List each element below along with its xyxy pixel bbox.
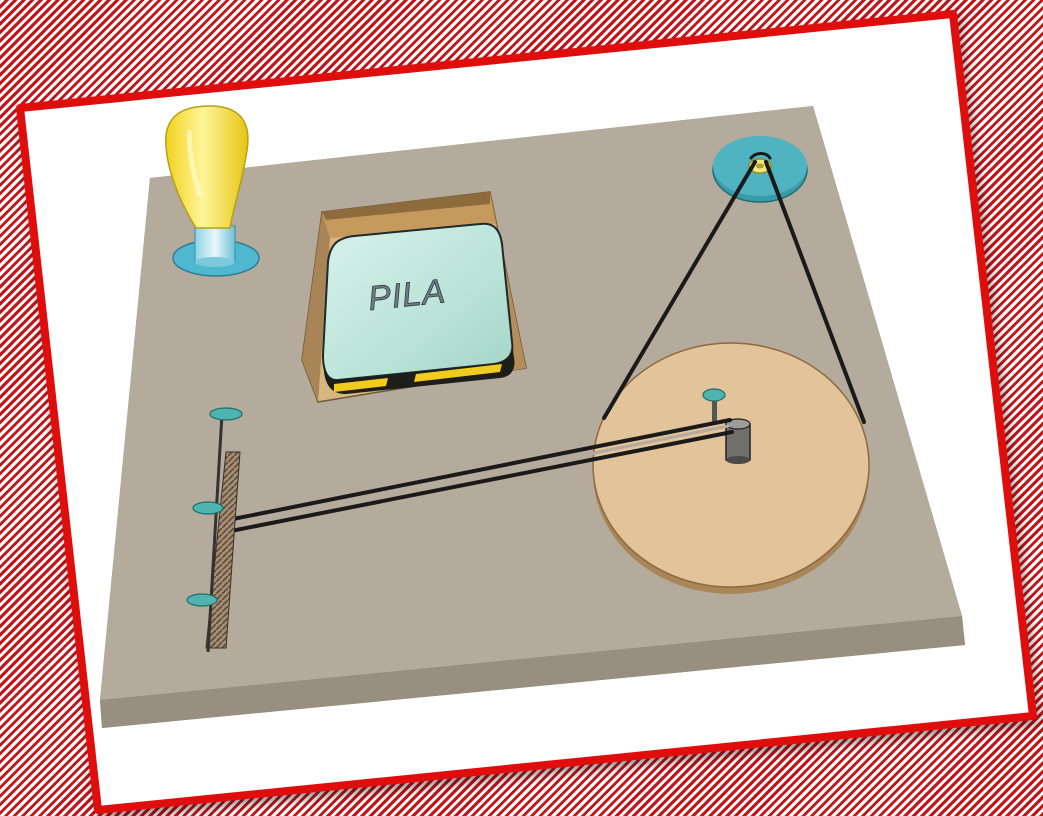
nail-icon <box>193 502 223 514</box>
pulley-icon <box>713 136 807 202</box>
nail-icon <box>187 594 217 606</box>
battery-label: PILA <box>366 272 447 318</box>
wooden-disc <box>593 343 869 594</box>
battery: PILA <box>323 224 514 394</box>
